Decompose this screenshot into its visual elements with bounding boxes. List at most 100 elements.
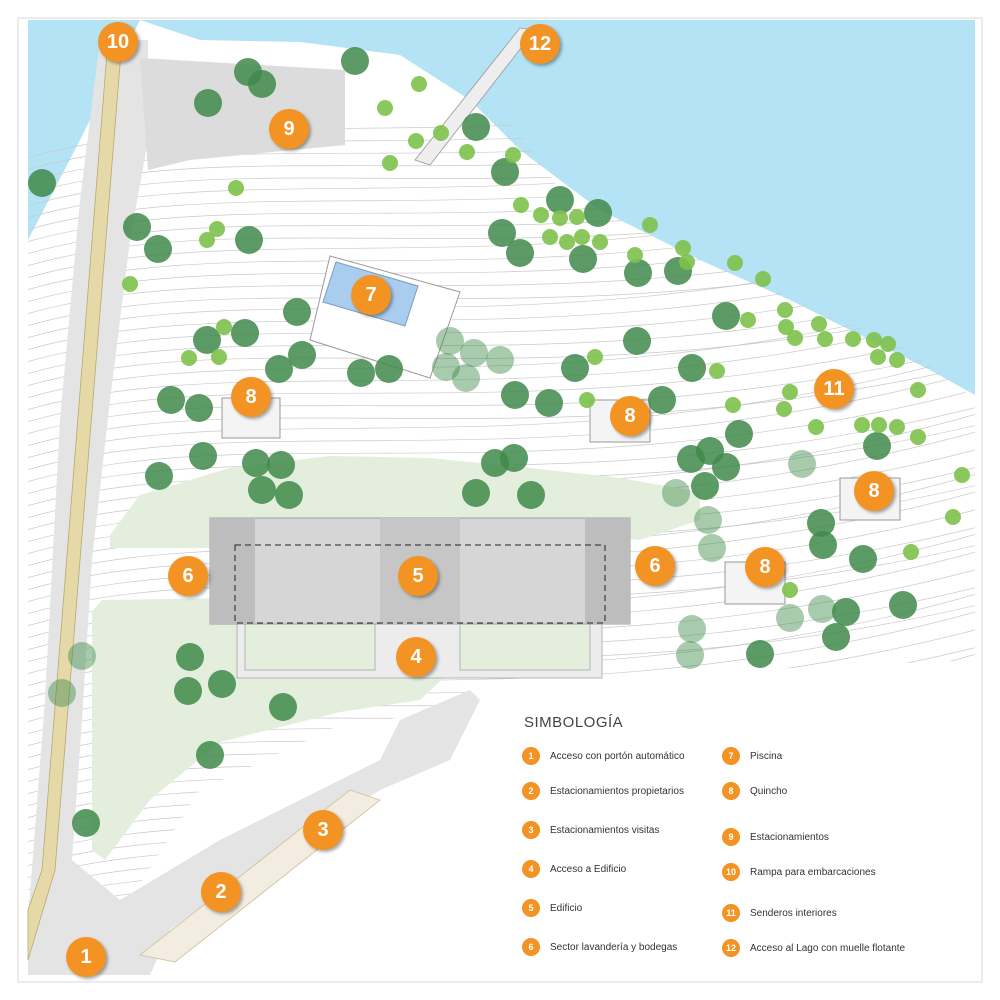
legend-badge: 12 <box>722 939 740 957</box>
marker-9-parking: 9 <box>269 109 309 149</box>
tree <box>174 677 202 705</box>
tree <box>265 355 293 383</box>
legend-item-4: 4 Acceso a Edificio <box>522 859 626 879</box>
tree <box>231 319 259 347</box>
legend-item-11: 11 Senderos interiores <box>722 903 837 923</box>
legend-item-10: 10 Rampa para embarcaciones <box>722 862 876 882</box>
contour-line <box>28 307 975 413</box>
tree <box>782 384 798 400</box>
tree <box>561 354 589 382</box>
marker-2-owner-parking: 2 <box>201 872 241 912</box>
tree <box>903 544 919 560</box>
tree <box>505 147 521 163</box>
tree <box>746 640 774 668</box>
tree <box>199 232 215 248</box>
tree <box>460 339 488 367</box>
marker-6-laundry-east: 6 <box>635 546 675 586</box>
tree <box>811 316 827 332</box>
tree <box>808 419 824 435</box>
legend-label: Piscina <box>750 750 783 762</box>
tree <box>235 226 263 254</box>
tree <box>517 481 545 509</box>
tree <box>208 670 236 698</box>
tree <box>698 534 726 562</box>
tree <box>288 341 316 369</box>
tree <box>176 643 204 671</box>
tree <box>144 235 172 263</box>
tree <box>624 259 652 287</box>
tree <box>375 355 403 383</box>
tree <box>822 623 850 651</box>
tree <box>694 506 722 534</box>
tree <box>910 429 926 445</box>
tree <box>436 327 464 355</box>
legend-badge: 8 <box>722 782 740 800</box>
legend-label: Senderos interiores <box>750 907 837 919</box>
tree <box>411 76 427 92</box>
tree <box>491 158 519 186</box>
contour-line <box>28 349 975 461</box>
tree <box>845 331 861 347</box>
tree <box>194 89 222 117</box>
tree <box>662 479 690 507</box>
legend-label: Estacionamientos visitas <box>550 824 660 836</box>
tree <box>817 331 833 347</box>
tree <box>48 679 76 707</box>
legend-item-12: 12 Acceso al Lago con muelle flotante <box>722 938 905 958</box>
legend-label: Acceso con portón automático <box>550 750 685 762</box>
tree <box>462 479 490 507</box>
legend-badge: 6 <box>522 938 540 956</box>
tree <box>889 591 917 619</box>
tree <box>462 113 490 141</box>
tree <box>211 349 227 365</box>
legend-label: Estacionamientos propietarios <box>550 785 684 797</box>
legend-item-3: 3 Estacionamientos visitas <box>522 820 660 840</box>
building-annex-court-right <box>459 619 591 671</box>
tree <box>587 349 603 365</box>
tree <box>433 125 449 141</box>
tree <box>778 319 794 335</box>
tree <box>880 336 896 352</box>
legend-badge: 4 <box>522 860 540 878</box>
tree <box>648 386 676 414</box>
tree <box>542 229 558 245</box>
legend-item-5: 5 Edificio <box>522 898 582 918</box>
legend-label: Quincho <box>750 785 788 797</box>
tree <box>808 595 836 623</box>
tree <box>592 234 608 250</box>
tree <box>269 693 297 721</box>
access-road <box>28 40 480 975</box>
tree <box>283 298 311 326</box>
tree <box>755 271 771 287</box>
marker-5-building: 5 <box>398 556 438 596</box>
legend: SIMBOLOGÍA 1 Acceso con portón automátic… <box>522 712 982 972</box>
tree <box>777 302 793 318</box>
tree <box>533 207 549 223</box>
tree <box>432 353 460 381</box>
tree <box>486 346 514 374</box>
tree <box>945 509 961 525</box>
tree <box>954 467 970 483</box>
contour-line <box>28 385 975 485</box>
building-outline <box>234 544 606 624</box>
tree <box>267 451 295 479</box>
tree <box>642 217 658 233</box>
tree <box>500 444 528 472</box>
tree <box>871 417 887 433</box>
marker-11-trails: 11 <box>814 369 854 409</box>
tree <box>28 169 56 197</box>
tree <box>691 472 719 500</box>
tree <box>185 394 213 422</box>
tree <box>863 432 891 460</box>
legend-badge: 9 <box>722 828 740 846</box>
marker-8-quincho-center: 8 <box>610 396 650 436</box>
legend-label: Estacionamientos <box>750 831 829 843</box>
tree <box>910 382 926 398</box>
tree <box>579 392 595 408</box>
tree <box>181 350 197 366</box>
tree <box>866 332 882 348</box>
tree <box>678 615 706 643</box>
legend-item-2: 2 Estacionamientos propietarios <box>522 781 684 801</box>
